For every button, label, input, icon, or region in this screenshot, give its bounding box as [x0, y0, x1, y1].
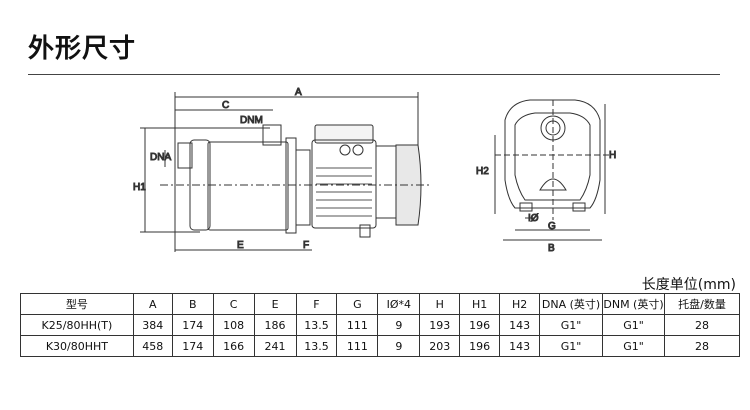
table-row: K25/80HH(T) 384 174 108 186 13.5 111 9 1… [20, 314, 740, 336]
table-cell: 196 [459, 314, 501, 336]
front-view [494, 99, 612, 241]
unit-note: 长度单位(mm) [641, 277, 736, 293]
header-cell: A [132, 293, 173, 315]
header-cell: 托盘/数量 [664, 293, 740, 315]
dimension-table: 型号 A B C E F G IØ*4 H H1 H2 DNA (英寸) DNM… [20, 293, 740, 357]
dim-label-e: E [237, 240, 244, 251]
dim-label-h1: H1 [133, 182, 146, 193]
dim-label-c: C [222, 100, 229, 111]
table-cell: 241 [253, 335, 297, 357]
table-cell: G1" [539, 335, 604, 357]
table-cell: 174 [171, 314, 214, 336]
dim-label-i: IØ [528, 213, 539, 224]
table-row: K30/80HHT 458 174 166 241 13.5 111 9 203… [20, 335, 740, 357]
table-header-row: 型号 A B C E F G IØ*4 H H1 H2 DNA (英寸) DNM… [20, 293, 740, 315]
cell-model: K25/80HH(T) [20, 314, 134, 336]
table-cell: 193 [419, 314, 461, 336]
table-cell: 108 [212, 314, 255, 336]
table-cell: G1" [539, 314, 604, 336]
cell-model: K30/80HHT [20, 335, 134, 357]
dim-label-dna: DNA [150, 152, 171, 163]
table-cell: 28 [664, 335, 740, 357]
dim-label-h: H [609, 150, 616, 161]
header-cell: G [336, 293, 379, 315]
side-view [140, 92, 430, 252]
table-cell: 174 [171, 335, 214, 357]
table-cell: 458 [132, 335, 173, 357]
title-divider [28, 74, 720, 75]
table-cell: G1" [602, 335, 666, 357]
table-cell: 196 [459, 335, 501, 357]
table-cell: 13.5 [295, 335, 338, 357]
header-cell: 型号 [20, 293, 134, 315]
table-cell: 203 [419, 335, 461, 357]
header-cell: H2 [499, 293, 541, 315]
header-cell: H1 [459, 293, 501, 315]
header-cell: C [212, 293, 255, 315]
table-cell: 186 [253, 314, 297, 336]
dim-label-b: B [548, 243, 555, 254]
header-cell: E [253, 293, 297, 315]
table-cell: 143 [499, 335, 541, 357]
table-cell: 166 [212, 335, 255, 357]
table-cell: 111 [336, 335, 379, 357]
table-cell: 9 [377, 314, 421, 336]
table-cell: 384 [132, 314, 173, 336]
table-cell: 9 [377, 335, 421, 357]
table-cell: 13.5 [295, 314, 338, 336]
dim-label-g: G [548, 221, 556, 232]
header-cell: IØ*4 [377, 293, 421, 315]
dim-label-h2: H2 [476, 166, 489, 177]
page-title: 外形尺寸 [28, 34, 137, 64]
dim-label-f: F [303, 240, 309, 251]
table-cell: 143 [499, 314, 541, 336]
pump-dimension-drawing: A C DNM DNA H1 E F H H2 IØ G B [133, 87, 617, 255]
table-cell: 111 [336, 314, 379, 336]
table-cell: G1" [602, 314, 666, 336]
header-cell: F [295, 293, 338, 315]
dim-label-a: A [295, 87, 302, 98]
header-cell: DNM (英寸) [602, 293, 666, 315]
header-cell: DNA (英寸) [539, 293, 604, 315]
dim-label-dnm: DNM [240, 115, 263, 126]
table-cell: 28 [664, 314, 740, 336]
header-cell: H [419, 293, 461, 315]
header-cell: B [171, 293, 214, 315]
